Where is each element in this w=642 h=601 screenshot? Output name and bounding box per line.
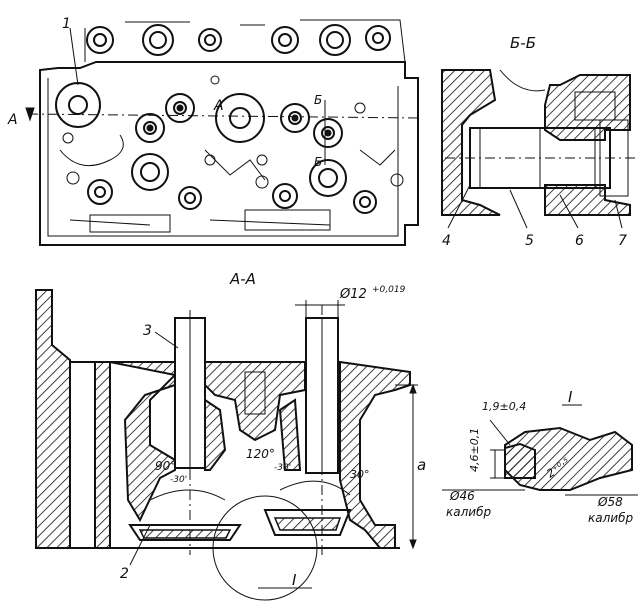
gauge-right-word: калибр [588,511,633,525]
angle-left-tol: -30' [170,475,187,485]
section-marker-a-right: А [213,98,224,114]
callout-6: 6 [575,233,584,249]
section-marker-b-top: Б [314,93,322,107]
top-view [27,19,421,246]
section-aa-view [35,289,411,601]
callout-4: 4 [442,233,451,249]
angle-right: 30° [350,468,370,481]
detail-title: I [568,388,573,406]
angle-mid: 120° [246,447,275,461]
section-marker-a-left: А [7,112,18,128]
callout-2: 2 [120,566,129,582]
bore-dimension: Ø12 [339,287,367,302]
detail-height: 4,6±0,1 [468,428,481,472]
callout-7: 7 [618,233,627,249]
bore-tolerance: +0,019 [372,285,406,295]
section-marker-b-bottom: Б [314,155,322,169]
gauge-right-dimension: Ø58 [597,495,623,509]
angle-mid-tol: -30' [274,463,291,473]
detail-marker: I [292,571,297,589]
gauge-left-word: калибр [446,505,491,519]
gauge-left-dimension: Ø46 [449,489,475,503]
callout-1: 1 [62,16,71,32]
height-dimension: a [417,456,426,474]
section-bb-view [441,69,638,216]
section-aa-label: А-А [229,270,256,288]
detail-width: 1,9±0,4 [482,400,526,413]
detail-view [490,426,633,491]
callout-3: 3 [143,323,152,339]
callout-5: 5 [525,233,534,249]
angle-left: 90° [155,459,176,473]
section-bb-label: Б-Б [510,34,536,52]
